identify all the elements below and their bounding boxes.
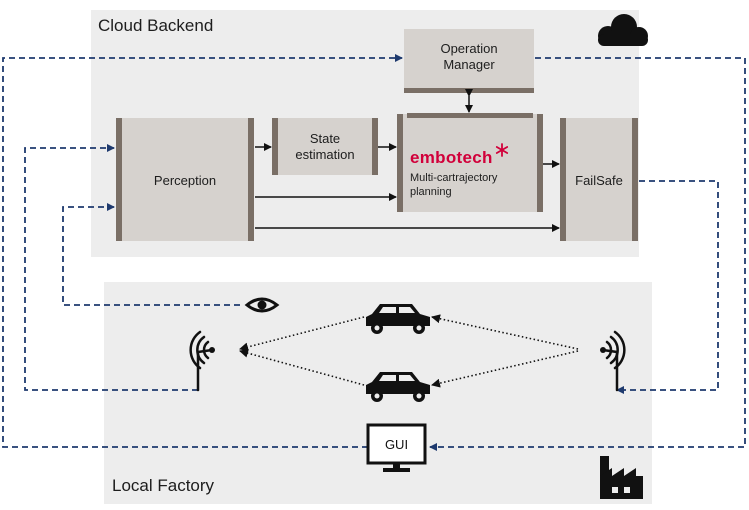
link-antenna-to-perception <box>24 144 198 391</box>
car-icon-bottom <box>366 372 430 402</box>
asterisk-icon <box>495 143 508 157</box>
state-estimation-bar-right <box>372 118 378 175</box>
link-failsafe-to-antenna <box>616 180 719 394</box>
failsafe-label: FailSafe <box>575 173 623 188</box>
link-gui-to-operation-manager <box>2 54 403 448</box>
link-operation-manager-to-gui <box>429 57 746 451</box>
embotech-logo: embotech <box>410 143 508 168</box>
failsafe-bar-right <box>632 118 638 241</box>
cloud-icon <box>598 14 648 46</box>
state-estimation-block: State estimation <box>272 118 378 175</box>
planner-bar-left <box>397 114 403 212</box>
state-estimation-bar-left <box>272 118 278 175</box>
antenna-icon-left <box>189 330 215 392</box>
failsafe-block: FailSafe <box>560 118 638 241</box>
operation-manager-label: Operation Manager <box>440 41 498 72</box>
state-estimation-label: State estimation <box>295 131 355 162</box>
perception-label: Perception <box>153 173 217 188</box>
signal-right-antenna-to-car-bottom <box>431 350 579 388</box>
signal-right-antenna-to-car-top <box>431 314 579 350</box>
planner-description: Multi-cartrajectory planning <box>410 172 498 198</box>
local-factory-label: Local Factory <box>112 476 215 495</box>
monitor-icon <box>366 423 427 472</box>
cloud-backend-label: Cloud Backend <box>98 16 214 35</box>
planner-bar-right <box>537 114 543 212</box>
planner-top-bar <box>407 113 533 118</box>
link-eye-to-perception <box>62 203 240 306</box>
perception-block: Perception <box>116 118 254 241</box>
perception-bar-right <box>248 118 254 241</box>
failsafe-bar-left <box>560 118 566 241</box>
signal-left-antenna-to-car-bottom <box>239 348 365 386</box>
gui-label: GUI <box>385 437 408 452</box>
perception-bar-left <box>116 118 122 241</box>
embotech-brand-text: embotech <box>410 148 493 167</box>
signal-left-antenna-to-car-top <box>239 316 365 352</box>
antenna-icon-right <box>600 330 626 392</box>
planner-block <box>397 113 543 212</box>
factory-icon <box>600 456 643 499</box>
eye-icon <box>244 297 280 313</box>
car-icon-top <box>366 304 430 334</box>
